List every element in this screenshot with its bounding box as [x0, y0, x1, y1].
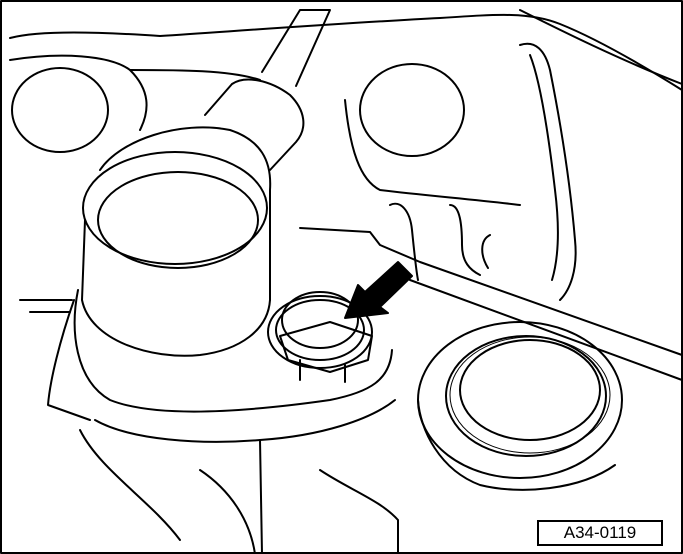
housing-corner-edge: [519, 9, 683, 85]
tool-shaft: [261, 9, 331, 87]
housing-left-flange-top: [129, 69, 261, 81]
housing-rib-right-inner: [529, 54, 559, 281]
tool-leg-left: [79, 429, 181, 541]
seal-ring-lip: [459, 339, 601, 441]
tool-cylinder-top: [82, 151, 268, 265]
boss-left: [11, 67, 109, 153]
tool-leg-right: [319, 469, 399, 554]
tool-base-edge: [47, 299, 91, 421]
tool-handle-grip: [204, 78, 305, 171]
housing-rib-center: [344, 99, 521, 206]
boss-center: [359, 63, 465, 157]
indicator-arrow-icon: [344, 261, 413, 319]
bolt-top: [281, 291, 359, 349]
bolt-collar-outer: [267, 295, 373, 369]
bolt-collar-inner: [275, 299, 365, 361]
tool-cylinder-upper: [99, 126, 272, 301]
housing-left-flange: [9, 54, 148, 131]
seal-ring-outer: [417, 321, 623, 479]
housing-diagonal-edge: [299, 227, 683, 356]
bolt-hex-edges: [299, 359, 346, 383]
tool-base-plate: [73, 289, 393, 413]
housing-rib-lower-a: [389, 202, 419, 281]
housing-rib-lower-b: [449, 204, 481, 276]
seal-ring-bottom-edge: [417, 399, 616, 491]
bolt-hex-head: [279, 321, 373, 373]
seal-ring-inner: [445, 335, 607, 457]
housing-top-edge: [9, 13, 683, 91]
seal-ring-bore: [449, 336, 611, 454]
tool-cylinder-top-inner: [97, 171, 259, 269]
tool-leg-divider: [259, 439, 263, 554]
housing-rib-lower-c: [481, 234, 491, 269]
housing-diagonal-edge-lower: [409, 279, 683, 381]
tool-cylinder-side: [81, 219, 271, 357]
housing-rib-right-outer: [519, 42, 577, 301]
tool-leg-center: [199, 469, 256, 554]
figure-number-label: A34-0119: [537, 520, 663, 546]
tool-base-lower: [94, 399, 396, 443]
